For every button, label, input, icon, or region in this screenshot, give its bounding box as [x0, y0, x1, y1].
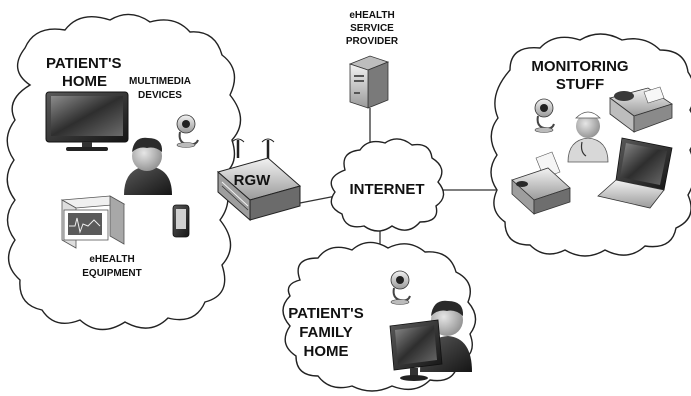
nurse-icon — [567, 111, 609, 163]
provider-label-line3: PROVIDER — [346, 36, 399, 47]
webcam-icon — [176, 114, 199, 148]
patient-home-title-line2: HOME — [62, 73, 107, 90]
fax-icon — [609, 86, 673, 133]
tv-icon — [45, 91, 129, 151]
equipment-label-line2: EQUIPMENT — [82, 268, 141, 279]
multimedia-label-line1: MULTIMEDIA — [129, 76, 191, 87]
internet-label: INTERNET — [350, 181, 425, 198]
family-home-title-line2: FAMILY — [299, 324, 353, 341]
family-home-title-line1: PATIENT'S — [288, 305, 364, 322]
provider-label-line1: eHEALTH — [349, 10, 394, 21]
person-icon — [124, 137, 172, 195]
webcam-icon — [390, 270, 411, 305]
provider-label-line2: SERVICE — [350, 23, 394, 34]
monitoring-title-line2: STUFF — [556, 76, 604, 93]
desktop-monitor-icon — [389, 319, 443, 381]
server-icon — [348, 55, 390, 109]
patient-monitor-icon — [60, 195, 126, 249]
cloud-icon — [330, 138, 445, 232]
printer-icon — [511, 151, 571, 215]
laptop-icon — [597, 137, 673, 209]
cloud-icon — [6, 13, 242, 331]
equipment-label-line1: eHEALTH — [89, 254, 134, 265]
rgw-label: RGW — [234, 172, 272, 189]
phone-icon — [172, 204, 190, 238]
link-rgw-internet — [299, 195, 337, 204]
family-home-title-line3: HOME — [304, 343, 349, 360]
monitoring-title-line1: MONITORING — [531, 58, 628, 75]
webcam-icon — [534, 98, 555, 133]
patient-home-title-line1: PATIENT'S — [46, 55, 122, 72]
multimedia-label-line2: DEVICES — [138, 90, 182, 101]
router-icon — [216, 138, 302, 222]
